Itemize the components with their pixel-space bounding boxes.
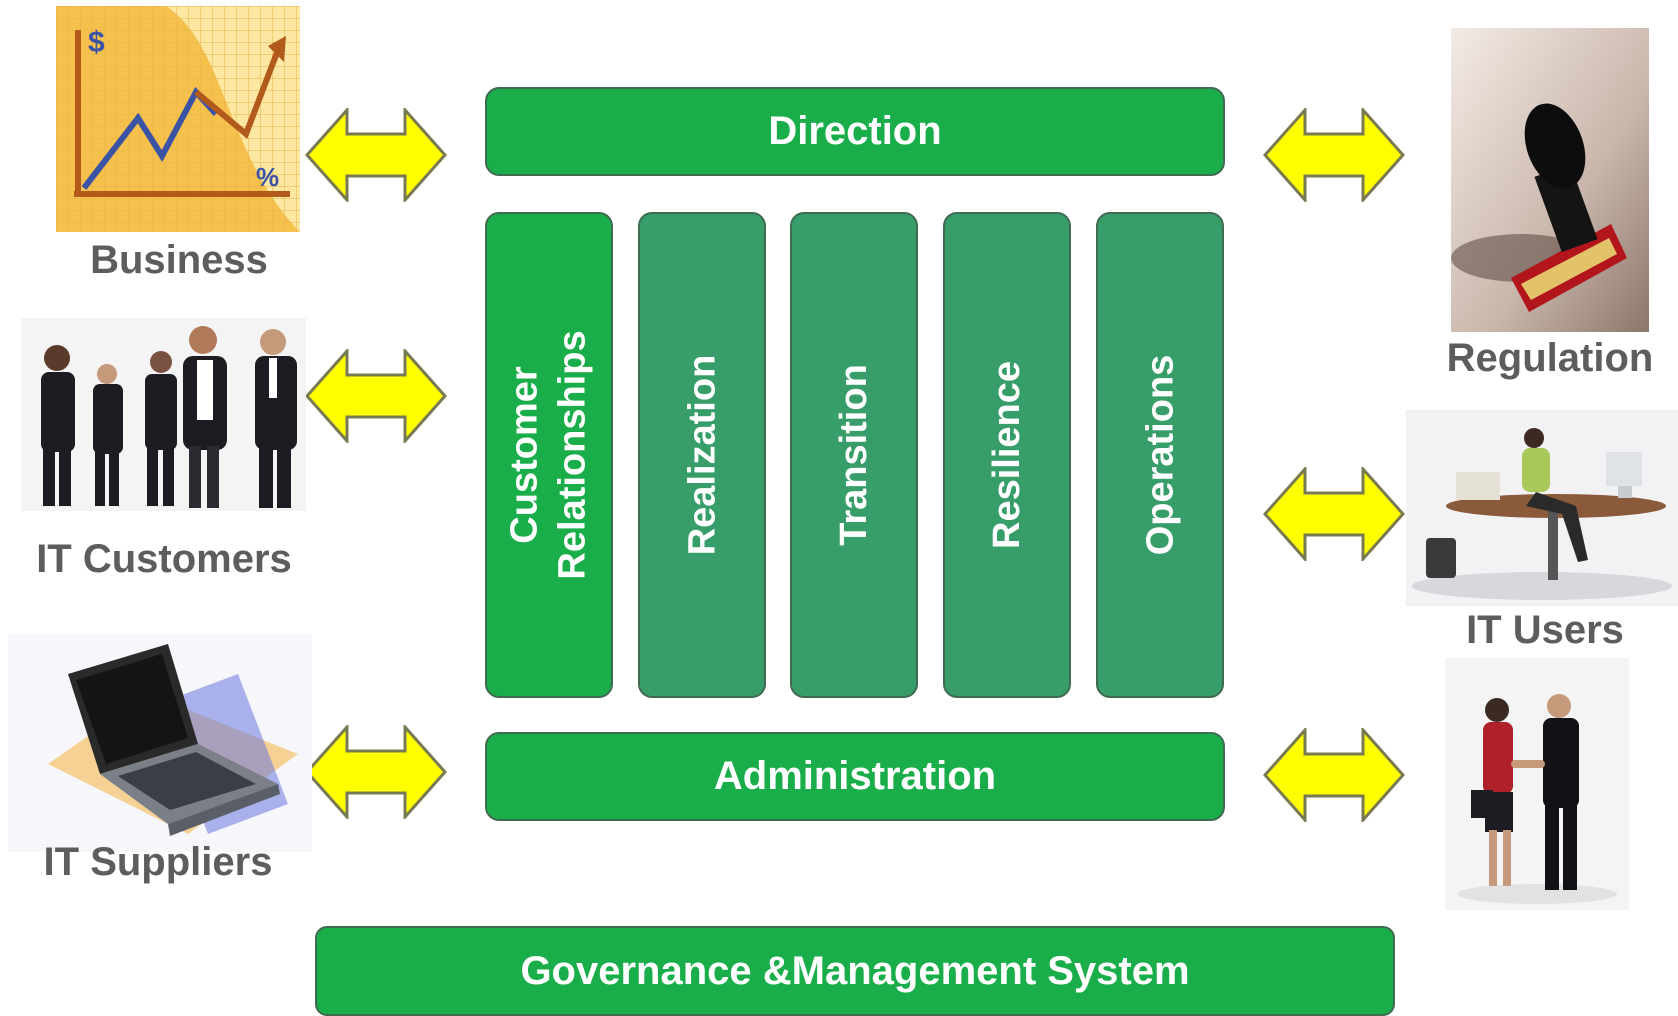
operations-label: Operations (1139, 354, 1182, 556)
double-arrow-icon (1263, 108, 1405, 202)
double-arrow-icon (305, 349, 447, 443)
direction-box: Direction (485, 87, 1225, 176)
customer-relationships-label: Customer Relationships (504, 330, 594, 580)
administration-label: Administration (713, 754, 997, 798)
administration-box: Administration (485, 732, 1225, 821)
column-customer-relationships: Customer Relationships (485, 212, 613, 698)
column-resilience: Resilience (943, 212, 1071, 698)
double-arrow-icon (305, 108, 447, 202)
regulation-label: Regulation (1446, 336, 1654, 380)
governance-label: Governance &Management System (520, 948, 1190, 993)
dollar-sign: $ (88, 26, 105, 59)
double-arrow-icon (305, 725, 447, 819)
laptop-icon (8, 634, 312, 852)
column-transition: Transition (790, 212, 918, 698)
transition-label: Transition (833, 364, 876, 546)
it-customers-label: IT Customers (36, 537, 292, 581)
business-label: Business (90, 238, 268, 282)
percent-sign: % (256, 162, 279, 192)
column-operations: Operations (1096, 212, 1224, 698)
resilience-label: Resilience (986, 361, 1028, 549)
direction-label: Direction (768, 109, 942, 153)
it-users-label: IT Users (1466, 608, 1624, 652)
column-realization: Realization (638, 212, 766, 698)
desk-worker-icon (1406, 410, 1678, 606)
rubber-stamp-icon (1451, 28, 1649, 332)
realization-label: Realization (681, 354, 724, 556)
double-arrow-icon (1263, 728, 1405, 822)
governance-box: Governance &Management System (315, 926, 1395, 1016)
business-people-icon (21, 318, 306, 511)
it-suppliers-label: IT Suppliers (43, 840, 273, 884)
handshake-icon (1445, 658, 1629, 910)
double-arrow-icon (1263, 467, 1405, 561)
business-chart-icon: $ % (56, 6, 300, 232)
